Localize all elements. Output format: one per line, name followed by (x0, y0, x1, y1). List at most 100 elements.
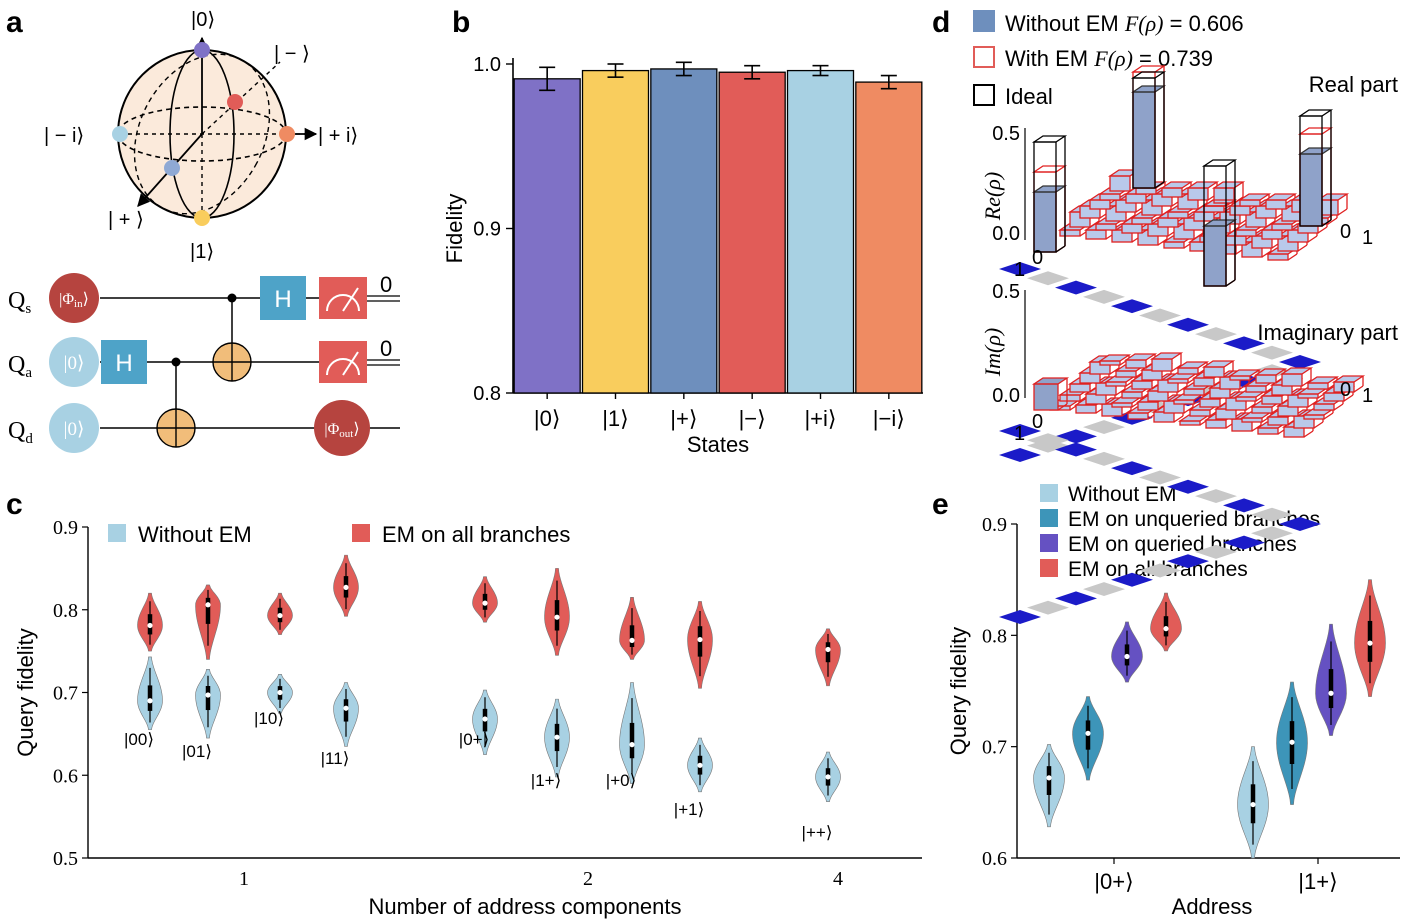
imag-tick-05: 0.5 (992, 281, 1020, 303)
real-small-bar-front (1136, 188, 1156, 194)
imag-small-bar-edge (1151, 358, 1173, 372)
state-dot-plus (164, 160, 180, 176)
imag-small-bar-front (1194, 378, 1214, 386)
real-small-bar-front (1230, 206, 1250, 215)
chart-fidelity-bars: 0.80.91.0|0⟩|1⟩|+⟩|−⟩|+i⟩|−i⟩StatesFidel… (442, 54, 923, 457)
c-violin-without-em-2-median (277, 689, 283, 696)
imag-floor-tile (1167, 554, 1209, 569)
c-violin-em-all-2-median (277, 612, 283, 619)
imag-small-bar-front (1154, 412, 1174, 422)
real-small-bar-front (1298, 224, 1318, 233)
imag-small-bar-edge (1307, 382, 1329, 390)
imag-small-bar-edge (1313, 403, 1335, 411)
real-small-bar-edge (1167, 211, 1189, 219)
real-small-bar-edge (1099, 193, 1121, 201)
real-small-bar-front (1162, 188, 1182, 197)
imag-small-bar-front (1168, 379, 1188, 383)
imag-corner-bar-front (1034, 384, 1058, 410)
c-violin-em-all-8-median (825, 646, 831, 653)
real-small-bar-depth (1297, 244, 1308, 252)
real-small-bar-edge (1109, 175, 1131, 192)
real-small-bar-front (1090, 200, 1110, 209)
real-floor-tile (1139, 308, 1181, 323)
b-xtick-label: |+i⟩ (804, 406, 836, 431)
imag-small-bar-depth (1301, 379, 1312, 387)
label-ket-0: |0⟩ (191, 9, 215, 31)
real-small-bar-edge (1213, 187, 1235, 204)
imag-small-bar-front (1174, 400, 1194, 404)
imag-small-bar-front (1230, 376, 1250, 380)
b-bar-1 (581, 69, 650, 394)
imag-small-bar-depth (1223, 370, 1234, 378)
imag-small-bar-front (1148, 391, 1168, 401)
c-group-tick: 2 (583, 868, 593, 890)
imag-small-bar-edge (1203, 366, 1225, 378)
imag-small-bar-front (1258, 428, 1278, 434)
imag-small-bar-front (1262, 396, 1282, 404)
imag-floor-tile (1223, 498, 1265, 513)
real-small-bar-front (1086, 230, 1106, 239)
real-small-bar-edge (1271, 223, 1293, 231)
e-violin-0-0-median (1046, 775, 1052, 781)
state-dot-minus (227, 94, 243, 110)
hadamard-label-qa: H (115, 350, 132, 377)
c-violin-without-em-8-median (825, 774, 831, 780)
panel-label-b: b (452, 6, 470, 39)
e-ytick-label: 0.8 (982, 625, 1007, 647)
panel-label-a: a (6, 6, 23, 39)
real-small-bar-depth (1157, 238, 1168, 246)
e-violin-2-1-median (1328, 690, 1334, 696)
imag-small-bar-front (1278, 406, 1298, 416)
b-bar-3 (718, 71, 786, 394)
real-corner-0-left: 0 (1032, 247, 1043, 269)
real-small-bar-front (1226, 236, 1246, 245)
imag-small-bar-edge (1115, 370, 1137, 378)
imag-floor-tile (1251, 507, 1293, 522)
real-small-bar-front (1268, 254, 1288, 260)
real-small-bar-top (1185, 181, 1220, 189)
imag-axis-label: Im(ρ) (980, 328, 1005, 377)
real-floor-tile (1055, 280, 1097, 295)
e-violin-2-0-median (1124, 653, 1130, 660)
data-zero-node (49, 403, 99, 453)
imag-small-bar-edge (1257, 427, 1279, 435)
real-small-bar-front (1318, 200, 1338, 215)
real-small-bar-depth (1197, 202, 1208, 210)
imag-small-bar-depth (1343, 394, 1354, 402)
imag-floor-grid (999, 424, 1321, 624)
imag-corner-1-right: 1 (1362, 385, 1373, 407)
imag-small-bar-front (1246, 386, 1266, 392)
imag-small-bar-depth (1303, 430, 1314, 438)
real-small-bar-front (1110, 176, 1130, 191)
panel-label-e: e (932, 488, 949, 521)
imag-small-bar-edge (1121, 391, 1143, 399)
c-violin-em-all-0-median (147, 622, 153, 629)
real-small-bar-front (1236, 230, 1256, 236)
imag-small-bar-front (1116, 371, 1136, 377)
imag-small-bar-edge (1193, 377, 1215, 387)
imag-small-bar-edge (1281, 373, 1303, 387)
imag-small-bar-top (1201, 360, 1236, 368)
imag-floor-tile (999, 424, 1041, 438)
real-floor-tile (1223, 336, 1265, 351)
cnot-target-qa (212, 342, 252, 382)
label-ket-plus-i: | + i⟩ (318, 125, 358, 147)
imag-small-bar-front (1138, 402, 1158, 410)
state-dot-plus-i (279, 126, 295, 142)
c-state-label: |+0⟩ (606, 771, 636, 790)
real-small-bar-front (1168, 212, 1188, 218)
ancilla-zero-node (49, 337, 99, 387)
c-violin-em-all-1-median (205, 602, 211, 608)
real-tall-ideal-1-edge (1132, 77, 1156, 189)
c-state-label: |++⟩ (802, 823, 833, 842)
real-bars (1031, 65, 1350, 287)
b-bar-2 (650, 68, 718, 394)
bloch-sphere: |0⟩ |1⟩ | − ⟩ | + ⟩ | + i⟩ | − i⟩ (44, 9, 358, 263)
imag-small-bar-top (1123, 353, 1158, 361)
e-x-label: Address (1172, 894, 1253, 919)
imag-small-bar-edge (1105, 381, 1127, 387)
imag-part-title: Imaginary part (1257, 320, 1398, 345)
real-small-bar-front (1060, 230, 1080, 236)
imag-small-bar-edge (1173, 399, 1195, 405)
real-tall-measured-3-front (1300, 154, 1322, 226)
